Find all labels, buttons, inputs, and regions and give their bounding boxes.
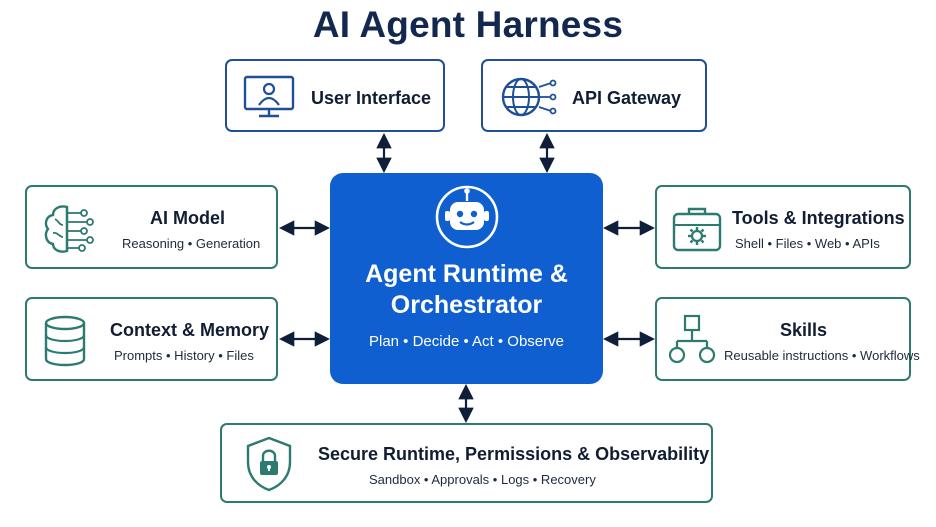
ai-model-label: AI Model — [150, 208, 225, 228]
tools-integrations-label: Tools & Integrations — [732, 208, 905, 228]
skills-label: Skills — [780, 320, 828, 340]
context-memory-box: Context & Memory Prompts • History • Fil… — [25, 297, 278, 381]
context-memory-subtitle: Prompts • History • Files — [114, 348, 254, 363]
diagram-title: AI Agent Harness — [312, 4, 624, 45]
user-interface-label: User Interface — [311, 88, 432, 108]
toolbox-gear-icon — [672, 207, 722, 252]
shield-lock-icon — [246, 436, 292, 492]
api-gateway-box: API Gateway — [481, 59, 707, 132]
user-interface-box: User Interface — [225, 59, 445, 132]
secure-runtime-subtitle: Sandbox • Approvals • Logs • Recovery — [369, 472, 596, 487]
secure-runtime-label: Secure Runtime, Permissions & Observabil… — [318, 444, 710, 464]
agent-runtime-title-line1: Agent Runtime & — [365, 260, 568, 288]
secure-runtime-box: Secure Runtime, Permissions & Observabil… — [220, 423, 713, 503]
tools-integrations-subtitle: Shell • Files • Web • APIs — [735, 236, 880, 251]
context-memory-label: Context & Memory — [110, 320, 270, 340]
agent-runtime-subtitle: Plan • Decide • Act • Observe — [368, 333, 564, 350]
ai-model-subtitle: Reasoning • Generation — [122, 236, 261, 251]
tools-integrations-box: Tools & Integrations Shell • Files • Web… — [655, 185, 911, 269]
monitor-user-icon — [243, 75, 295, 118]
brain-circuit-icon — [44, 205, 94, 253]
workflow-tree-icon — [668, 314, 716, 364]
agent-runtime-title-line2: Orchestrator — [390, 291, 543, 319]
ai-model-box: AI Model Reasoning • Generation — [25, 185, 278, 269]
robot-icon — [435, 185, 499, 249]
skills-box: Skills Reusable instructions • Workflows — [655, 297, 920, 381]
api-gateway-label: API Gateway — [572, 88, 682, 108]
database-icon — [44, 315, 86, 367]
globe-network-icon — [501, 77, 557, 117]
agent-runtime-box: Agent Runtime & Orchestrator Plan • Deci… — [330, 173, 603, 384]
skills-subtitle: Reusable instructions • Workflows — [724, 348, 920, 363]
